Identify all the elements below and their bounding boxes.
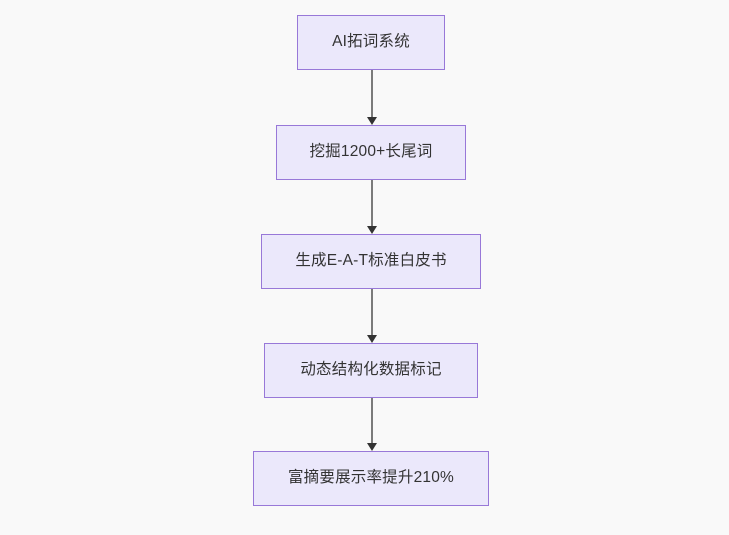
flow-node-label: 生成E-A-T标准白皮书 bbox=[295, 252, 447, 270]
arrowhead-icon bbox=[367, 335, 377, 343]
connector-line bbox=[371, 289, 373, 335]
connector-line bbox=[371, 398, 373, 443]
flow-node-mine-longtail-keywords[interactable]: 挖掘1200+长尾词 bbox=[276, 125, 466, 180]
flow-node-ai-keyword-system[interactable]: AI拓词系统 bbox=[297, 15, 445, 70]
connector-line bbox=[371, 180, 373, 226]
arrowhead-icon bbox=[367, 226, 377, 234]
flow-node-rich-snippet-rate-increase[interactable]: 富摘要展示率提升210% bbox=[253, 451, 489, 506]
flow-node-label: AI拓词系统 bbox=[332, 33, 410, 51]
flow-node-generate-eat-whitepaper[interactable]: 生成E-A-T标准白皮书 bbox=[261, 234, 481, 289]
arrowhead-icon bbox=[367, 443, 377, 451]
flow-node-label: 动态结构化数据标记 bbox=[300, 361, 442, 379]
flow-node-label: 挖掘1200+长尾词 bbox=[309, 143, 433, 161]
flow-node-label: 富摘要展示率提升210% bbox=[287, 469, 455, 487]
flow-node-dynamic-structured-data-markup[interactable]: 动态结构化数据标记 bbox=[264, 343, 478, 398]
arrowhead-icon bbox=[367, 117, 377, 125]
connector-line bbox=[371, 70, 373, 117]
